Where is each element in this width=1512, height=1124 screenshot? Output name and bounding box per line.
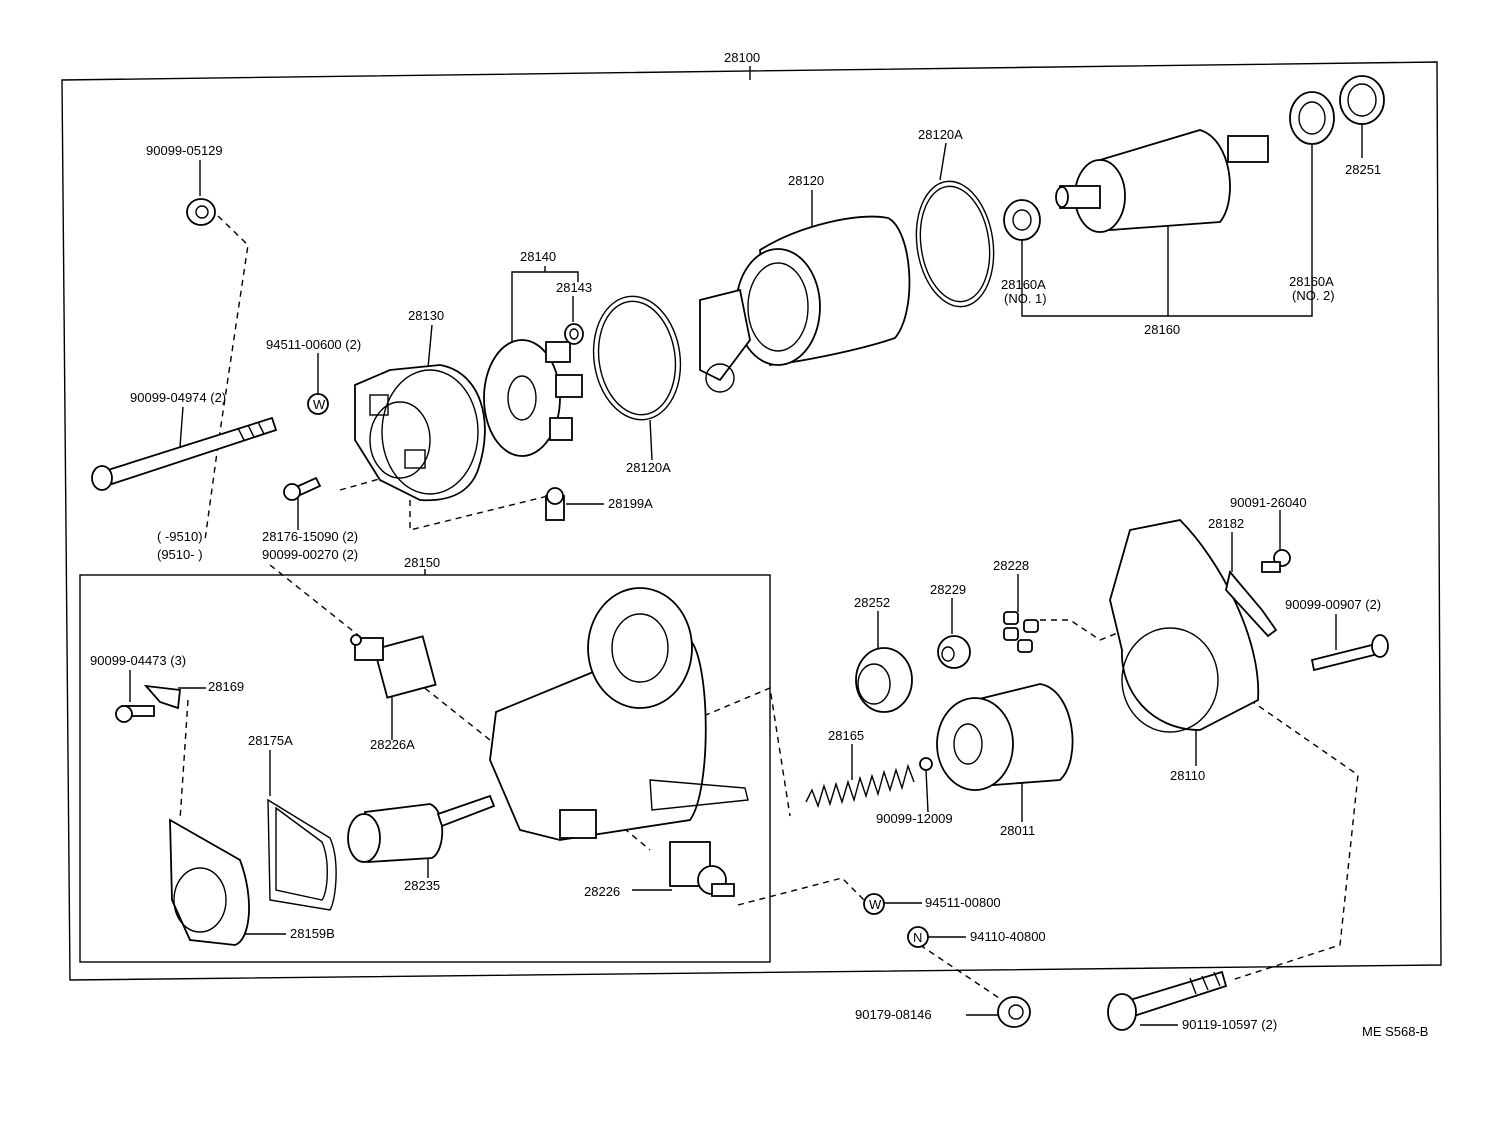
label-28160A-no2-sub: (NO. 2)	[1292, 288, 1335, 303]
ball-90099-12009	[919, 757, 933, 771]
label-28159B: 28159B	[290, 926, 335, 941]
label-28143: 28143	[556, 280, 592, 295]
label-28160A-no1-sub: (NO. 1)	[1004, 291, 1047, 306]
contact-28226A	[350, 634, 437, 699]
o-ring-28120A-left	[592, 295, 682, 421]
bolt-90119-10597	[1107, 970, 1228, 1031]
svg-text:N: N	[913, 930, 922, 945]
spring-28165	[805, 763, 915, 809]
yoke-28120	[699, 215, 911, 393]
spring-28143	[564, 323, 584, 345]
housing-28110	[1109, 519, 1278, 733]
diagram-code: ME S568-B	[1362, 1024, 1428, 1039]
clutch-28011	[936, 683, 1074, 791]
label-28175A: 28175A	[248, 733, 293, 748]
label-90119-10597: 90119-10597 (2)	[1182, 1017, 1277, 1032]
label-date-range-2: (9510- )	[157, 547, 203, 562]
label-94511-00600: 94511-00600 (2)	[266, 337, 361, 352]
label-90099-04473: 90099-04473 (3)	[90, 653, 186, 668]
plunger-28235	[347, 794, 496, 863]
svg-text:W: W	[869, 897, 882, 912]
label-28110: 28110	[1170, 768, 1205, 783]
label-90099-00270: 90099-00270 (2)	[262, 547, 358, 562]
washer-94511-00600: W	[307, 393, 329, 415]
plug-28199A	[545, 487, 565, 521]
terminal-28226	[669, 841, 735, 897]
label-28182: 28182	[1208, 516, 1244, 531]
label-90099-12009: 90099-12009	[876, 811, 953, 826]
label-28228: 28228	[993, 558, 1029, 573]
label-28120A-top: 28120A	[918, 127, 963, 142]
nut-90099-05129	[186, 198, 216, 226]
label-28252: 28252	[854, 595, 890, 610]
svg-text:W: W	[313, 397, 326, 412]
label-28251: 28251	[1345, 162, 1381, 177]
gear-28252	[855, 647, 913, 713]
label-90091-26040: 90091-26040	[1230, 495, 1307, 510]
through-bolt-90099-04974	[91, 416, 278, 491]
label-28199A: 28199A	[608, 496, 653, 511]
label-94110-40800: 94110-40800	[970, 929, 1046, 944]
label-90099-05129: 90099-05129	[146, 143, 223, 158]
retainer-28229	[937, 635, 971, 669]
bearing-28160A-no1	[1003, 199, 1041, 241]
washer-94511-00800: W	[863, 893, 885, 915]
label-94511-00800: 94511-00800	[925, 895, 1001, 910]
housing-28150	[489, 587, 749, 841]
label-28226A: 28226A	[370, 737, 415, 752]
label-date-range-1: ( -9510)	[157, 529, 203, 544]
armature-28160	[1055, 129, 1269, 233]
gear-28251	[1339, 75, 1385, 125]
assembly-frame-28100	[61, 61, 1442, 981]
bolt-90099-00907	[1310, 634, 1389, 672]
label-28150: 28150	[404, 555, 440, 570]
screw-28176-15090	[283, 476, 322, 501]
label-28160A-no1: 28160A	[1001, 277, 1046, 292]
gasket-28175A	[267, 798, 337, 911]
nut-90179-08146	[997, 996, 1031, 1028]
label-28160: 28160	[1144, 322, 1180, 337]
clip-28169	[143, 684, 181, 710]
label-28229: 28229	[930, 582, 966, 597]
label-28100: 28100	[724, 50, 760, 65]
label-28176-15090: 28176-15090 (2)	[262, 529, 358, 544]
label-90099-04974: 90099-04974 (2)	[130, 390, 226, 405]
screw-90099-04473	[115, 705, 155, 723]
label-28120A-bottom: 28120A	[626, 460, 671, 475]
rollers-28228	[1003, 611, 1039, 653]
o-ring-28120A-right	[915, 180, 995, 308]
label-28011: 28011	[1000, 823, 1035, 838]
label-90099-00907: 90099-00907 (2)	[1285, 597, 1381, 612]
label-28140: 28140	[520, 249, 556, 264]
label-28235: 28235	[404, 878, 440, 893]
label-28169: 28169	[208, 679, 244, 694]
label-28130: 28130	[408, 308, 444, 323]
brush-holder-28140	[483, 339, 583, 457]
bolt-90091-26040	[1261, 549, 1291, 573]
label-90179-08146: 90179-08146	[855, 1007, 932, 1022]
bearing-28160A-no2	[1289, 91, 1335, 145]
nut-94110-40800: N	[907, 926, 929, 948]
label-28226: 28226	[584, 884, 620, 899]
end-frame-28130	[354, 364, 486, 502]
label-28165: 28165	[828, 728, 864, 743]
label-28120: 28120	[788, 173, 824, 188]
cover-28159B	[169, 818, 250, 946]
